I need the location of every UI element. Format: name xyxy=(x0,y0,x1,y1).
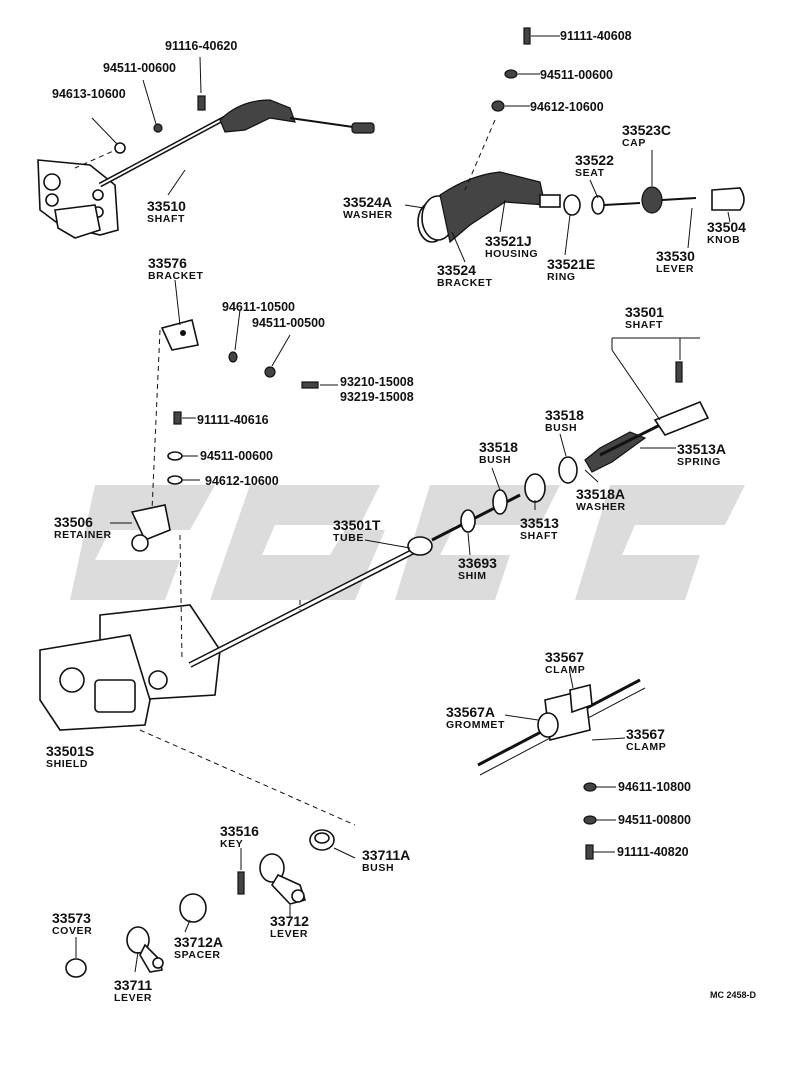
part-number: 94511-00500 xyxy=(252,316,325,330)
part-number: 94612-10600 xyxy=(205,474,279,488)
part-number: 33510 xyxy=(147,198,186,214)
part-number: 33711A xyxy=(362,847,410,863)
part-name: SHIELD xyxy=(46,758,88,770)
part-number: 94612-10600 xyxy=(530,100,604,114)
part-number: 91111-40820 xyxy=(617,845,689,859)
part-number: 33693 xyxy=(458,555,497,571)
part-number: 94511-00800 xyxy=(618,813,691,827)
part-name: HOUSING xyxy=(485,248,538,260)
part-number: 33573 xyxy=(52,910,91,926)
part-number: 33576 xyxy=(148,255,187,271)
part-number: 33521J xyxy=(485,233,532,249)
part-number: 33501 xyxy=(625,304,664,320)
part-name: RETAINER xyxy=(54,529,112,541)
part-number: 91116-40620 xyxy=(165,39,237,53)
part-name: LEVER xyxy=(270,928,308,940)
part-name: SPRING xyxy=(677,456,721,468)
part-number: 33530 xyxy=(656,248,695,264)
part-name: BRACKET xyxy=(148,270,204,282)
part-name: BRACKET xyxy=(437,277,493,289)
part-name: SPACER xyxy=(174,949,221,961)
part-number: 33712 xyxy=(270,913,309,929)
part-name: CLAMP xyxy=(626,741,666,753)
part-number: 94611-10500 xyxy=(222,300,295,314)
part-number: 33522 xyxy=(575,152,614,168)
part-name: SHAFT xyxy=(147,213,185,225)
part-name: BUSH xyxy=(545,422,577,434)
part-name: COVER xyxy=(52,925,92,937)
part-number: 93210-15008 xyxy=(340,375,414,389)
watermark-logo xyxy=(70,485,745,600)
part-number: 93219-15008 xyxy=(340,390,414,404)
part-name: CAP xyxy=(622,137,646,149)
shaft-assembly-upper-left xyxy=(37,56,375,239)
part-labels: 91116-40620 94511-00600 94613-10600 3351… xyxy=(46,29,757,1004)
part-number: 33518A xyxy=(576,486,625,502)
shifter-assembly-upper-right xyxy=(404,27,745,263)
part-number: 94613-10600 xyxy=(52,87,126,101)
part-number: 94511-00600 xyxy=(103,61,176,75)
part-number: 91111-40608 xyxy=(560,29,632,43)
part-number: 94511-00600 xyxy=(200,449,273,463)
part-number: 33567 xyxy=(626,726,665,742)
part-number: 33518 xyxy=(545,407,584,423)
part-number: 33523C xyxy=(622,122,671,138)
part-name: LEVER xyxy=(114,992,152,1004)
part-number: 33518 xyxy=(479,439,518,455)
part-name: LEVER xyxy=(656,263,694,275)
part-name: KEY xyxy=(220,838,243,850)
part-number: 33501S xyxy=(46,743,94,759)
part-name: CLAMP xyxy=(545,664,585,676)
part-number: 33504 xyxy=(707,219,746,235)
part-number: 33567A xyxy=(446,704,495,720)
part-number: 33524 xyxy=(437,262,476,278)
bracket-hardware-group xyxy=(151,279,338,511)
part-number: 33513 xyxy=(520,515,559,531)
part-number: 33711 xyxy=(114,977,152,993)
clamp-assembly xyxy=(477,672,646,860)
part-name: SHAFT xyxy=(520,530,558,542)
part-number: 33521E xyxy=(547,256,595,272)
part-name: GROMMET xyxy=(446,719,505,731)
part-name: SEAT xyxy=(575,167,605,179)
part-number: 33567 xyxy=(545,649,584,665)
part-name: WASHER xyxy=(576,501,626,513)
part-name: WASHER xyxy=(343,209,393,221)
part-name: BUSH xyxy=(479,454,511,466)
part-number: 94511-00600 xyxy=(540,68,613,82)
part-number: 33712A xyxy=(174,934,223,950)
main-tube-assembly xyxy=(39,337,710,731)
part-number: 91111-40616 xyxy=(197,413,269,427)
part-number: 33513A xyxy=(677,441,726,457)
part-name: BUSH xyxy=(362,862,394,874)
diagram-code: MC 2458-D xyxy=(710,990,757,1000)
part-name: SHIM xyxy=(458,570,487,582)
part-number: 94611-10800 xyxy=(618,780,691,794)
part-number: 33516 xyxy=(220,823,259,839)
part-number: 33501T xyxy=(333,517,381,533)
part-name: TUBE xyxy=(333,532,364,544)
part-name: RING xyxy=(547,271,576,283)
part-number: 33524A xyxy=(343,194,392,210)
lower-levers-group xyxy=(65,729,356,978)
part-name: SHAFT xyxy=(625,319,663,331)
part-name: KNOB xyxy=(707,234,740,246)
part-number: 33506 xyxy=(54,514,93,530)
